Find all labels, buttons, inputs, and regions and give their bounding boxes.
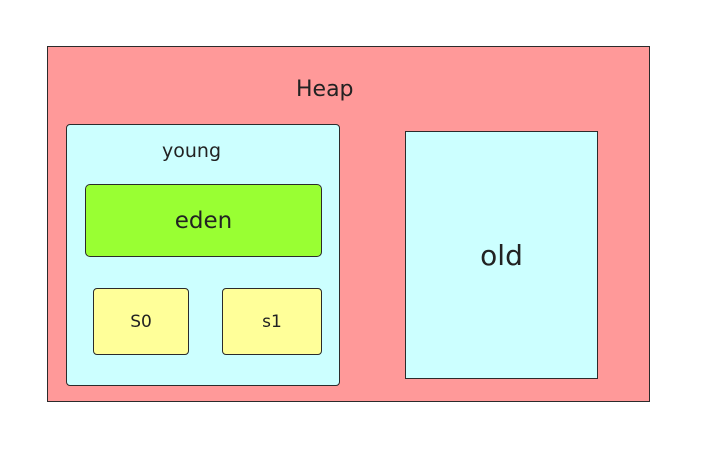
eden-label: eden bbox=[174, 207, 233, 234]
survivor-s0-region: S0 bbox=[93, 288, 189, 355]
survivor-s1-region: s1 bbox=[222, 288, 322, 355]
s1-label: s1 bbox=[262, 311, 282, 332]
young-label: young bbox=[162, 140, 222, 162]
old-label: old bbox=[480, 238, 523, 272]
old-generation-region: old bbox=[405, 131, 598, 379]
heap-label: Heap bbox=[296, 77, 354, 102]
eden-region: eden bbox=[85, 184, 322, 257]
s0-label: S0 bbox=[130, 311, 152, 332]
